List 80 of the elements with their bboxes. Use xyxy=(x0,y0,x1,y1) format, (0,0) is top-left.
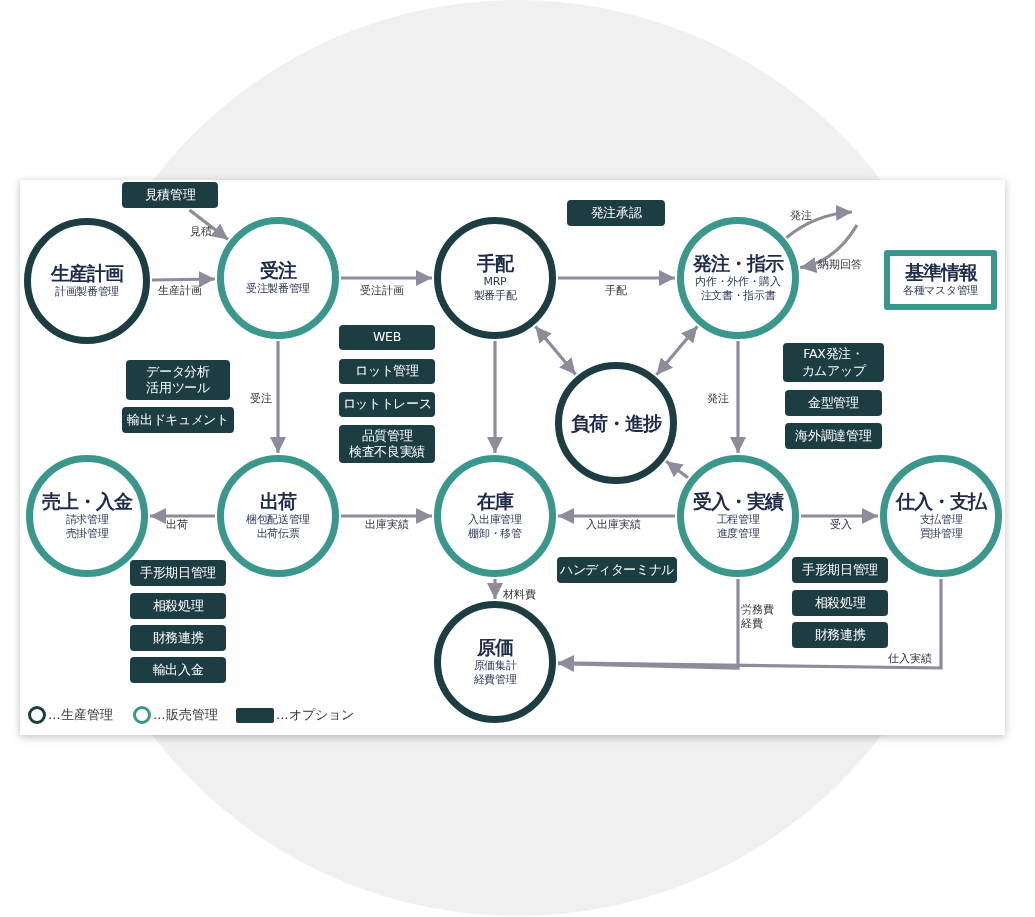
edge-label: 発注 xyxy=(707,392,729,407)
edge-label: 仕入実績 xyxy=(888,652,932,667)
arrow xyxy=(558,270,675,286)
node-subtitle: 原価集計経費管理 xyxy=(473,658,517,689)
node-title: 受入・実績 xyxy=(693,489,783,513)
option-box: 相殺処理 xyxy=(792,590,888,616)
arrow xyxy=(270,341,286,453)
node-subtitle: 梱包配送管理出荷伝票 xyxy=(245,512,311,543)
edge-label: 受注 xyxy=(250,392,272,407)
node-subtitle: 請求管理売掛管理 xyxy=(65,512,109,543)
node-title: 仕入・支払 xyxy=(896,489,986,513)
option-box: 相殺処理 xyxy=(130,593,226,619)
option-box: 輸出ドキュメント xyxy=(122,407,234,433)
option-box: 輸出入金 xyxy=(130,657,226,683)
node-title: 負荷・進捗 xyxy=(571,411,661,435)
edge-label: 受注計画 xyxy=(360,284,404,299)
node-title: 在庫 xyxy=(477,489,513,513)
edge-label: 入出庫実績 xyxy=(586,518,641,533)
edge-label: 生産計画 xyxy=(158,284,202,299)
arrow xyxy=(799,224,859,273)
legend-label: …生産管理 xyxy=(48,707,113,724)
node-subtitle: 各種マスタ管理 xyxy=(903,283,978,299)
arrow xyxy=(557,579,943,671)
option-box: ロットトレース xyxy=(339,392,435,417)
option-box: 手形期日管理 xyxy=(130,560,226,586)
node-subtitle: 支払管理買掛管理 xyxy=(919,512,963,543)
legend-label: …オプション xyxy=(276,707,354,724)
edge-label: 労務費経費 xyxy=(741,603,774,632)
arrow xyxy=(341,270,432,286)
option-box: データ分析活用ツール xyxy=(126,360,230,400)
arrow xyxy=(558,508,675,524)
option-box: 金型管理 xyxy=(785,390,882,416)
legend-label: …販売管理 xyxy=(153,707,218,724)
edge-label: 出荷 xyxy=(166,518,188,533)
node-subtitle: MRP 製番手配 xyxy=(473,274,517,305)
arrow xyxy=(150,508,215,524)
option-box: 海外調達管理 xyxy=(785,423,882,449)
node-subtitle: 工程管理進度管理 xyxy=(716,512,760,543)
arrow xyxy=(534,325,577,376)
option-box: ロット管理 xyxy=(339,359,435,384)
arrow xyxy=(557,579,740,672)
arrow xyxy=(665,459,689,480)
node-subtitle: 受注製番管理 xyxy=(245,281,311,297)
node-title: 出荷 xyxy=(260,489,296,513)
node-title: 原価 xyxy=(477,635,513,659)
option-box: 発注承認 xyxy=(567,200,665,226)
option-box: 財務連携 xyxy=(130,625,226,651)
info-box xyxy=(884,250,997,310)
arrow xyxy=(655,325,699,376)
option-box: 品質管理検査不良実績 xyxy=(339,425,435,463)
edge-label: 受入 xyxy=(830,518,852,533)
edge-label: 発注 xyxy=(790,209,812,224)
edge-label: 見積 xyxy=(190,225,212,240)
arrow xyxy=(487,341,503,453)
option-box: ハンディターミナル xyxy=(557,557,677,583)
node-title: 手配 xyxy=(477,251,513,275)
option-box: 手形期日管理 xyxy=(792,557,888,583)
edge-label: 納期回答 xyxy=(818,258,862,273)
node-title: 受注 xyxy=(260,259,296,282)
edge-label: 手配 xyxy=(605,284,627,299)
arrow xyxy=(801,508,878,524)
arrow xyxy=(785,205,853,239)
option-box: FAX発注・カムアップ xyxy=(783,343,884,382)
node-subtitle: 入出庫管理棚卸・移管 xyxy=(468,512,522,543)
node-title: 売上・入金 xyxy=(42,489,132,513)
arrow xyxy=(487,579,503,599)
node-subtitle: 内作・外作・購入注文書・指示書 xyxy=(695,274,781,305)
option-box: 見積管理 xyxy=(122,182,218,208)
arrow xyxy=(730,341,746,453)
arrow xyxy=(188,208,229,241)
node-subtitle: 計画製番管理 xyxy=(54,284,120,300)
arrow xyxy=(341,508,432,524)
node-title: 生産計画 xyxy=(51,262,123,285)
edge-label: 出庫実績 xyxy=(365,518,409,533)
edge-label: 材料費 xyxy=(503,588,536,603)
option-box: WEB xyxy=(339,325,435,350)
node-title: 基準情報 xyxy=(904,261,977,284)
option-box: 財務連携 xyxy=(792,622,888,648)
node-title: 発注・指示 xyxy=(693,251,783,275)
arrow xyxy=(151,271,216,288)
